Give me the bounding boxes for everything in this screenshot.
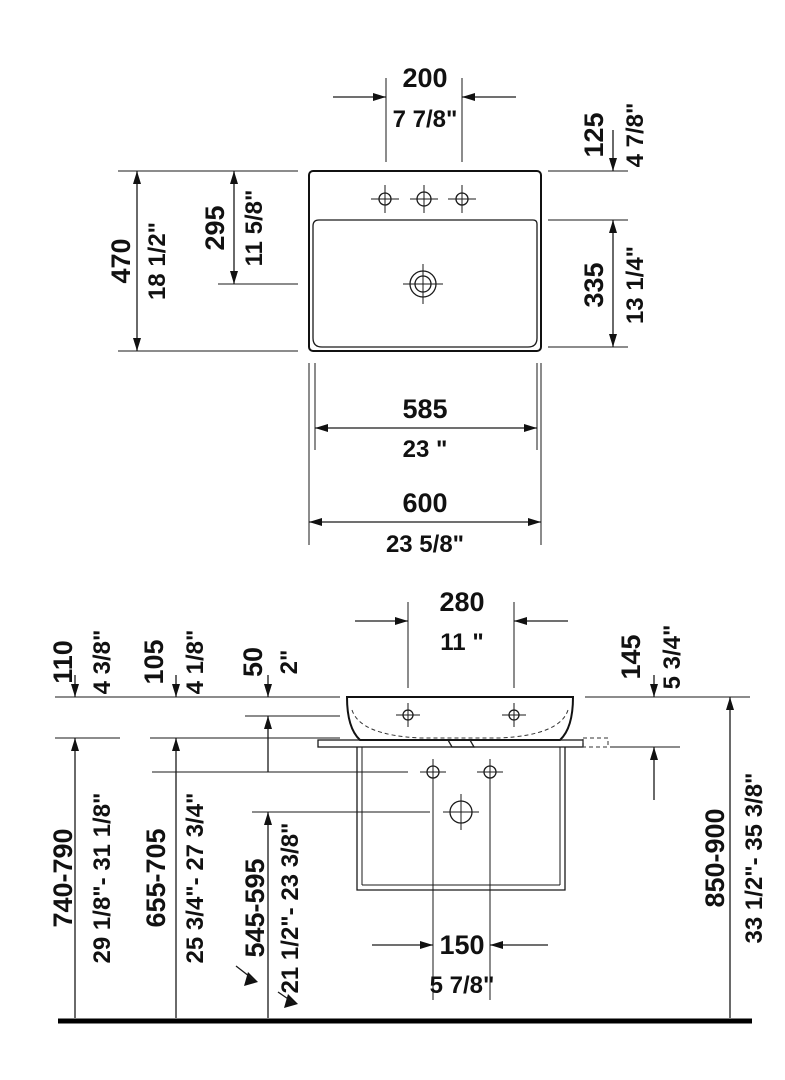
drain-from-back-mm: 295 [200,205,230,250]
height-1-in: 29 1/8"- 31 1/8" [89,793,116,964]
supply-spacing-mm: 150 [439,930,484,960]
height-3-mm: 545-595 [240,858,270,957]
supply-spacing-in: 5 7/8" [430,972,495,999]
shelf-extension [582,737,609,748]
overall-width-in: 23 5/8" [386,531,464,558]
dim-a-in: 4 3/8" [89,630,116,695]
tap-spacing-in: 11 " [440,629,483,656]
tap-holes-top [371,185,476,213]
overall-depth-mm: 470 [106,238,136,283]
total-height-mm: 850-900 [700,808,730,907]
supply-holes [420,759,503,830]
tap-offset-in: 4 7/8" [622,103,649,168]
hole-spacing-in: 7 7/8" [393,106,458,133]
height-2-in: 25 3/4"- 27 3/4" [182,793,209,964]
bowl-outline-top [312,219,538,348]
bowl-width-in: 23 " [403,436,448,463]
hole-spacing-mm: 200 [402,63,447,93]
height-2-mm: 655-705 [141,828,171,927]
bowl-dashed-front [351,709,569,739]
dim-b-mm: 105 [139,639,169,684]
dim-a-mm: 110 [48,640,78,684]
dim-d-in: 5 3/4" [659,625,686,690]
drain-top [403,264,443,304]
dim-c-in: 2" [276,650,303,675]
basin-outline-front [345,696,575,741]
top-view: 200 7 7/8" 470 18 1/2" 295 11 5/8" 125 4… [106,63,649,558]
bowl-depth-mm: 335 [579,262,609,307]
overall-width-mm: 600 [402,488,447,518]
height-3-in: 21 1/2"- 23 3/8" [277,823,304,994]
overall-depth-in: 18 1/2" [144,222,171,300]
tap-offset-mm: 125 [579,112,609,157]
front-view: 280 11 " 110 4 3/8" 105 4 1/8" 50 2" 1 [48,587,768,1024]
drain-from-back-in: 11 5/8" [241,190,268,267]
dim-d-mm: 145 [616,634,646,679]
cabinet-front [356,747,566,891]
total-height-in: 33 1/2"- 35 3/8" [741,773,768,944]
bowl-depth-in: 13 1/4" [622,246,649,324]
tap-holes-front [396,703,526,727]
tap-spacing-mm: 280 [439,587,484,617]
basin-outline-top [308,170,542,352]
dim-c-mm: 50 [238,647,268,677]
dim-b-in: 4 1/8" [182,630,209,695]
bowl-width-mm: 585 [402,394,447,424]
height-1-mm: 740-790 [48,828,78,927]
